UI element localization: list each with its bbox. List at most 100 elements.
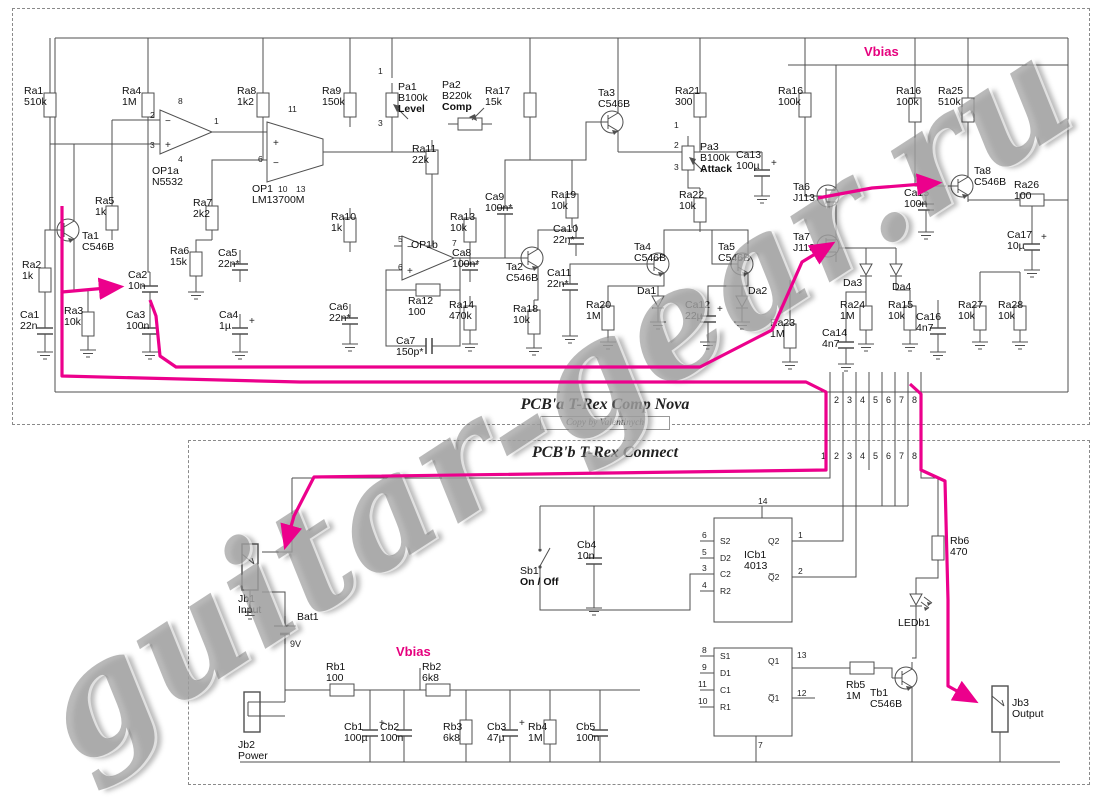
svg-text:6: 6 (398, 262, 403, 272)
pcb-b-board (188, 440, 1090, 785)
svg-text:C1: C1 (720, 685, 731, 695)
gnd-gnd (562, 328, 578, 344)
res-Rb6 (931, 526, 945, 570)
gnd-gnd (918, 224, 934, 240)
svg-text:C2: C2 (720, 569, 731, 579)
svg-text:3: 3 (150, 140, 155, 150)
svg-text:+: + (165, 140, 171, 151)
res-Ra14 (463, 296, 477, 340)
pot-Pa3: 123 (674, 120, 705, 180)
pot-Pa2 (448, 107, 492, 131)
svg-text:14: 14 (758, 496, 768, 506)
cap_p-Ca12: + (700, 302, 723, 334)
pcb-b-title: PCB'b T-Rex Connect (531, 444, 679, 461)
res-Rb3 (459, 710, 473, 754)
svg-text:3: 3 (378, 118, 383, 128)
vbias-label-b: Vbias (396, 644, 431, 659)
cap-Cb5 (592, 716, 608, 748)
svg-text:11: 11 (698, 679, 707, 689)
svg-text:+: + (717, 304, 723, 315)
gnd-gnd (902, 336, 918, 352)
res-Ra8 (256, 83, 270, 127)
opamp-OP1b: −+567 (394, 234, 462, 281)
svg-text:3: 3 (674, 162, 679, 172)
res-Ra4 (141, 83, 155, 127)
cap_p-Cb1: + (362, 716, 385, 748)
npn-Ta4 (644, 248, 670, 280)
svg-text:6: 6 (258, 154, 263, 164)
cap_p-Ca13: + (754, 156, 777, 188)
res-Rb5 (840, 661, 884, 675)
wires-board-a (44, 37, 1069, 470)
gnd-gnd (734, 314, 750, 330)
svg-text:+: + (407, 266, 413, 277)
cap-Ca2 (142, 272, 158, 304)
npn-Ta3 (598, 106, 624, 138)
res-Ra28 (1013, 296, 1027, 340)
cap-Ca8 (462, 250, 478, 282)
cap_p-Ca17: + (1024, 230, 1047, 262)
svg-text:11: 11 (288, 104, 297, 114)
gnd-gnd (188, 284, 204, 300)
svg-text:1: 1 (674, 120, 679, 130)
res-Ra9 (343, 83, 357, 127)
svg-text:2: 2 (150, 110, 155, 120)
res-Ra23 (783, 314, 797, 358)
svg-text:10: 10 (698, 696, 708, 706)
gnd-gnd (232, 344, 248, 360)
npn-Tb1 (892, 662, 918, 694)
svg-text:9: 9 (702, 662, 707, 672)
svg-text:6: 6 (702, 530, 707, 540)
svg-text:+: + (519, 718, 525, 729)
cap-Ca11 (562, 270, 578, 302)
gnd-gnd (586, 600, 602, 616)
gnd-gnd (80, 342, 96, 358)
svg-text:−: − (165, 116, 171, 127)
cap-Ca6 (342, 304, 358, 336)
svg-text:7: 7 (758, 740, 763, 750)
svg-text:R1: R1 (720, 702, 731, 712)
signal-path-5 (908, 382, 979, 704)
svg-text:5: 5 (398, 234, 403, 244)
svg-text:1: 1 (798, 530, 803, 540)
svg-text:10: 10 (278, 184, 288, 194)
res-Ra25 (961, 88, 975, 132)
res-Rb2 (416, 683, 460, 697)
svg-text:13: 13 (797, 650, 807, 660)
svg-text:+: + (771, 158, 777, 169)
battery-Bat1 (274, 616, 296, 644)
gnd-gnd (1024, 262, 1040, 278)
diode-Da4 (889, 254, 903, 286)
res-Ra16b (908, 88, 922, 132)
gnd-gnd (142, 344, 158, 360)
gnd-gnd (650, 314, 666, 330)
jack-Jb3 (991, 685, 1009, 733)
svg-text:S2: S2 (720, 536, 731, 546)
signal-path-4 (817, 173, 943, 200)
svg-text:+: + (273, 138, 279, 149)
gnd-gnd (838, 356, 854, 372)
res-Ra21 (693, 83, 707, 127)
pot-Pa1: 13 (378, 66, 409, 128)
switch-Sb1 (538, 532, 551, 580)
res-Ra5 (105, 196, 119, 240)
gnd-gnd (526, 340, 542, 356)
gnd-gnd (700, 334, 716, 350)
svg-text:+: + (379, 718, 385, 729)
svg-text:4: 4 (178, 154, 183, 164)
res-Ra1 (43, 83, 57, 127)
gnd-gnd (930, 344, 946, 360)
gnd-gnd (858, 336, 874, 352)
cap-Ca10 (568, 224, 584, 256)
svg-text:−: − (273, 158, 279, 169)
res-Ra11 (425, 140, 439, 184)
cap_p-Cb3: + (502, 716, 525, 748)
res-Ra18 (527, 300, 541, 344)
res-Ra10 (343, 208, 357, 252)
svg-text:Q̅2: Q̅2 (768, 572, 780, 582)
